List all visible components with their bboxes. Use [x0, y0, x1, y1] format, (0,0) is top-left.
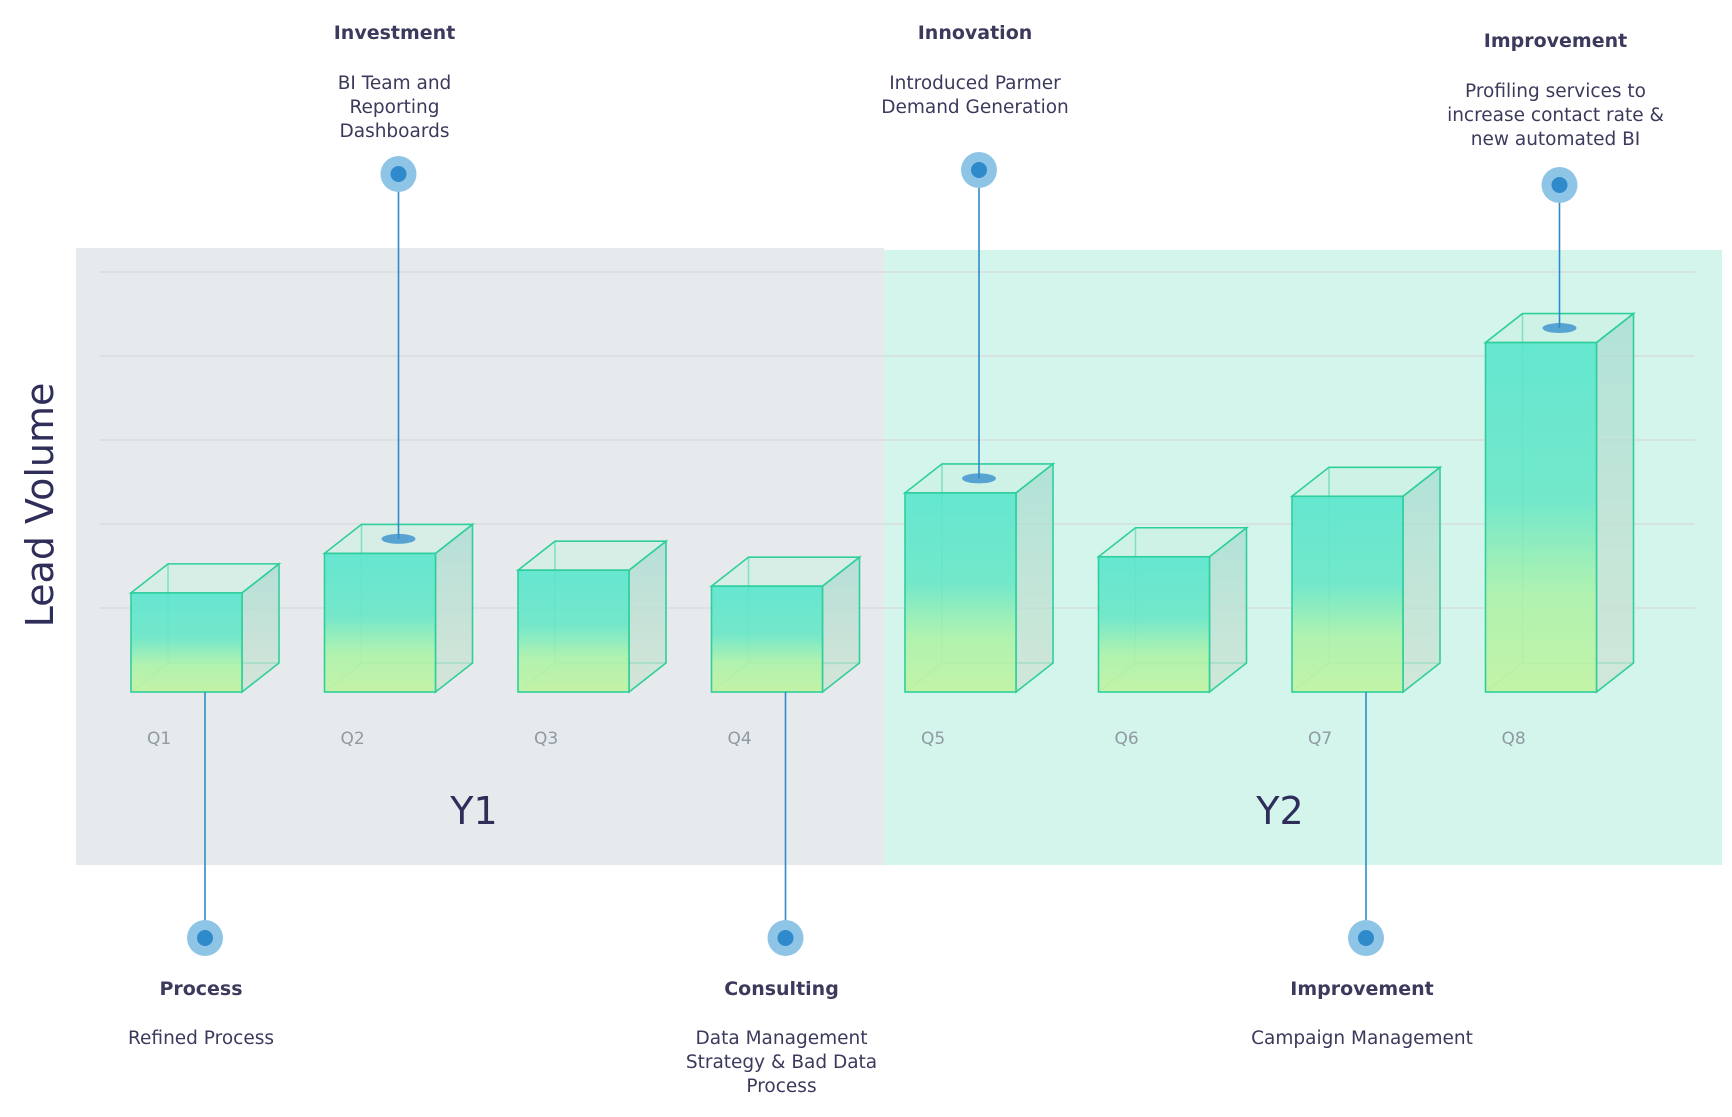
bar-front-face [130, 592, 243, 693]
annotation-title: Improvement [1484, 30, 1627, 52]
bar-front-face [1097, 555, 1211, 693]
bar-side-face [1595, 311, 1635, 694]
annotation-text-line: Demand Generation [881, 97, 1069, 118]
annotation-text-line: Profiling services to [1465, 81, 1646, 102]
x-tick-label: Q4 [728, 729, 752, 749]
x-tick-label: Q8 [1502, 729, 1526, 749]
annotation-anchor-dot [962, 473, 996, 484]
annotation-text-line: Campaign Management [1251, 1028, 1473, 1049]
year-label-y1: Y1 [449, 789, 497, 833]
annotation-anchor-dot [1542, 323, 1577, 334]
bar-q3 [515, 539, 669, 694]
bar-q5 [902, 462, 1056, 694]
bar-q4 [709, 555, 862, 694]
annotation-pin-dot [1358, 930, 1374, 946]
bar-side-face [1015, 462, 1054, 694]
annotation-pin-dot [1551, 177, 1568, 193]
x-tick-label: Q3 [534, 729, 558, 749]
bar-front-face [904, 492, 1017, 693]
annotation-text-line: Refined Process [128, 1028, 274, 1049]
annotation-text-line: increase contact rate & [1447, 105, 1664, 126]
bar-front-face [1291, 495, 1404, 693]
bar-front-face [710, 585, 824, 693]
annotation-text-line: Dashboards [339, 121, 449, 142]
bar-q7 [1289, 465, 1443, 694]
bars [128, 311, 1636, 694]
annotation-text-line: Strategy & Bad Data [686, 1052, 877, 1073]
x-tick-label: Q7 [1308, 729, 1332, 749]
year-label-y2: Y2 [1255, 789, 1303, 833]
annotation-pin-dot [777, 930, 794, 946]
annotation-text-line: new automated BI [1471, 129, 1641, 150]
annotation-title: Investment [334, 22, 456, 44]
annotation-text-line: BI Team and [338, 73, 452, 94]
annotation-text-line: Introduced Parmer [889, 73, 1061, 94]
annotation-text-line: Data Management [696, 1028, 868, 1049]
x-tick-label: Q6 [1115, 729, 1139, 749]
annotation-pin-dot [971, 162, 987, 178]
annotation-pin-dot [390, 166, 407, 182]
x-tick-label: Q1 [147, 729, 171, 749]
x-tick-labels: Q1 Q2 Q3 Q4 Q5 Q6 Q7 Q8 [147, 729, 1526, 749]
bar-side-face [1402, 465, 1441, 694]
bar-q6 [1096, 526, 1249, 694]
annotation-pin-dot [197, 930, 213, 946]
annotation-title: Innovation [918, 22, 1033, 44]
x-tick-label: Q2 [341, 729, 365, 749]
x-tick-label: Q5 [921, 729, 945, 749]
annotation-title: Improvement [1290, 978, 1433, 1000]
bar-front-face [323, 552, 437, 693]
y-axis-label: Lead Volume [18, 383, 62, 628]
annotation-title: Process [159, 978, 242, 1000]
annotation-anchor-dot [381, 533, 416, 544]
bar-front-face [517, 569, 630, 693]
annotation-title: Consulting [724, 978, 839, 1000]
bar-q2 [322, 522, 475, 694]
bar-q8 [1483, 311, 1636, 694]
bar-front-face [1484, 341, 1598, 693]
annotation-text-line: Process [746, 1076, 816, 1097]
bar-q1 [128, 562, 282, 694]
annotation-text-line: Reporting [350, 97, 440, 118]
